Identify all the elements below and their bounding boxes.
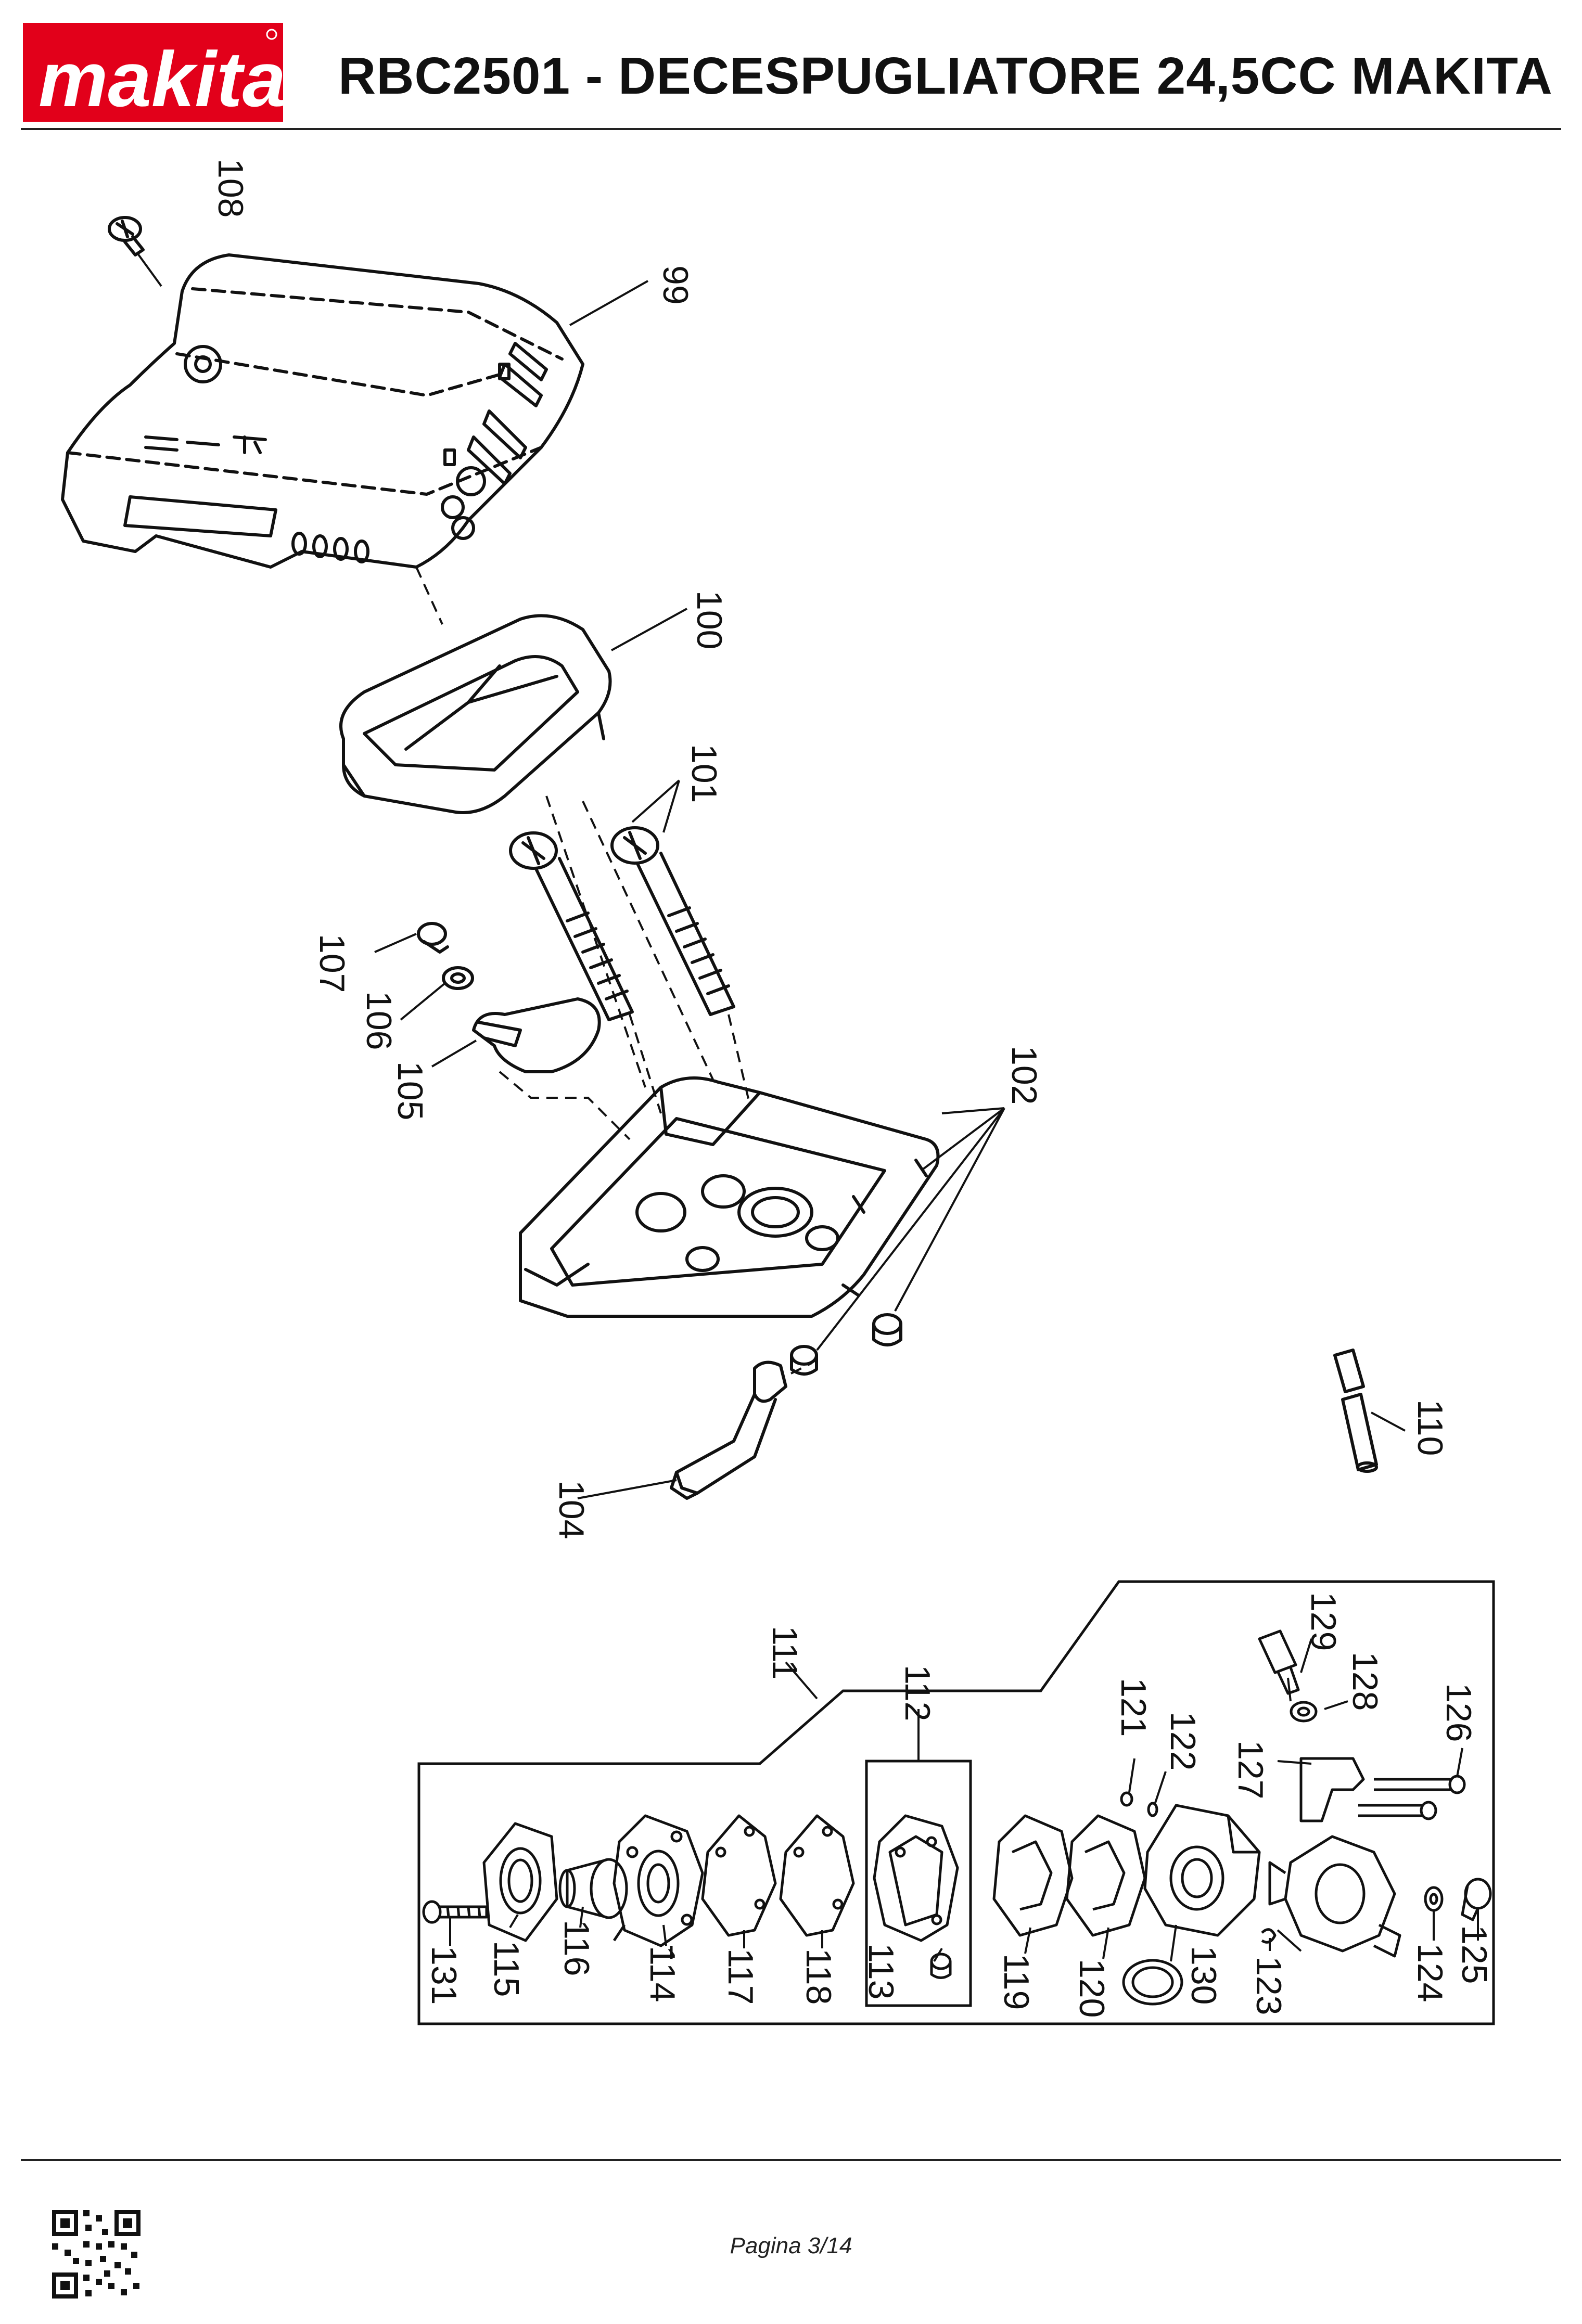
label-101: 101 xyxy=(684,744,724,803)
makita-logo-art: makita xyxy=(39,29,283,122)
part-123-clip xyxy=(1261,1928,1277,1944)
label-104: 104 xyxy=(552,1480,591,1539)
label-112: 112 xyxy=(898,1665,937,1721)
label-108: 108 xyxy=(211,159,250,217)
part-108-screw xyxy=(108,216,145,256)
label-110: 110 xyxy=(1410,1399,1450,1456)
part-102-filter-base xyxy=(519,1076,940,1318)
label-125: 125 xyxy=(1455,1925,1494,1984)
exploded-parts-diagram: 108 99 100 101 107 106 105 102 104 110 1… xyxy=(61,159,1495,2025)
part-107-screw xyxy=(417,922,449,954)
part-125-screw xyxy=(1461,1878,1492,1921)
label-123: 123 xyxy=(1249,1956,1288,2015)
label-118: 118 xyxy=(799,1948,838,2005)
part-116-funnel xyxy=(558,1858,628,1919)
part-113-screw xyxy=(930,1953,952,1979)
label-128: 128 xyxy=(1345,1652,1385,1711)
part-102-spacers xyxy=(790,1313,902,1376)
part-118-diaphragm xyxy=(779,1814,855,1937)
label-119: 119 xyxy=(997,1954,1036,2010)
part-124-washer xyxy=(1424,1886,1444,1912)
part-114-carb-body xyxy=(613,1814,704,1959)
header-divider xyxy=(21,128,1561,130)
page-title: RBC2501 - DECESPUGLIATORE 24,5CC MAKITA xyxy=(338,47,1553,105)
part-130-seal-ring xyxy=(1122,1959,1183,2006)
part-127-bracket xyxy=(1299,1757,1365,1822)
part-115-flange xyxy=(482,1822,558,1942)
part-104-choke-lever xyxy=(670,1360,787,1500)
part-105-choke-plate xyxy=(472,997,601,1073)
part-112-pump-cover xyxy=(873,1814,959,1942)
part-126-screws xyxy=(1358,1775,1466,1820)
part-129-bolt xyxy=(1258,1629,1300,1695)
label-127: 127 xyxy=(1231,1740,1270,1799)
label-106: 106 xyxy=(359,991,399,1050)
part-121-pin xyxy=(1120,1791,1133,1807)
part-106-washer xyxy=(442,966,474,990)
label-107: 107 xyxy=(312,934,352,993)
label-120: 120 xyxy=(1072,1959,1112,2018)
label-126: 126 xyxy=(1439,1683,1478,1742)
label-131: 131 xyxy=(424,1946,464,2005)
makita-logo: makita xyxy=(23,23,283,122)
part-carb-main-body xyxy=(1143,1804,1261,1937)
label-115: 115 xyxy=(487,1941,526,1997)
part-122-spring xyxy=(1147,1802,1158,1817)
brand-wordmark: makita xyxy=(39,35,283,122)
part-128-nut xyxy=(1290,1701,1318,1723)
part-throttle-body xyxy=(1268,1835,1401,1958)
part-101-bolts xyxy=(509,826,735,1021)
part-99-filter-cover xyxy=(61,253,584,569)
label-116: 116 xyxy=(557,1920,596,1976)
part-119-gasket xyxy=(992,1814,1074,1937)
label-99: 99 xyxy=(656,265,695,305)
part-number-labels: 108 99 100 101 107 106 105 102 104 110 1… xyxy=(211,159,1494,2018)
label-102: 102 xyxy=(1004,1046,1044,1105)
qr-code-icon xyxy=(52,2210,141,2299)
label-113: 113 xyxy=(861,1943,901,1999)
label-129: 129 xyxy=(1304,1592,1343,1651)
label-100: 100 xyxy=(690,590,729,649)
label-124: 124 xyxy=(1410,1943,1450,2002)
footer-divider xyxy=(21,2159,1561,2161)
part-110-fuel-tube xyxy=(1333,1349,1378,1473)
label-111: 111 xyxy=(765,1626,805,1679)
part-117-gasket xyxy=(701,1814,777,1937)
label-105: 105 xyxy=(390,1061,430,1120)
leader-lines xyxy=(137,253,1479,1962)
label-130: 130 xyxy=(1184,1946,1223,2005)
label-117: 117 xyxy=(721,1948,760,2005)
page-number: Pagina 3/14 xyxy=(730,2233,852,2258)
part-131-bolt xyxy=(422,1900,488,1924)
label-114: 114 xyxy=(643,1946,682,2002)
part-120-diaphragm xyxy=(1065,1814,1146,1937)
assembly-guide-lines xyxy=(415,567,812,1375)
label-121: 121 xyxy=(1114,1678,1153,1737)
label-122: 122 xyxy=(1163,1712,1203,1770)
part-100-filter-element xyxy=(339,614,612,814)
